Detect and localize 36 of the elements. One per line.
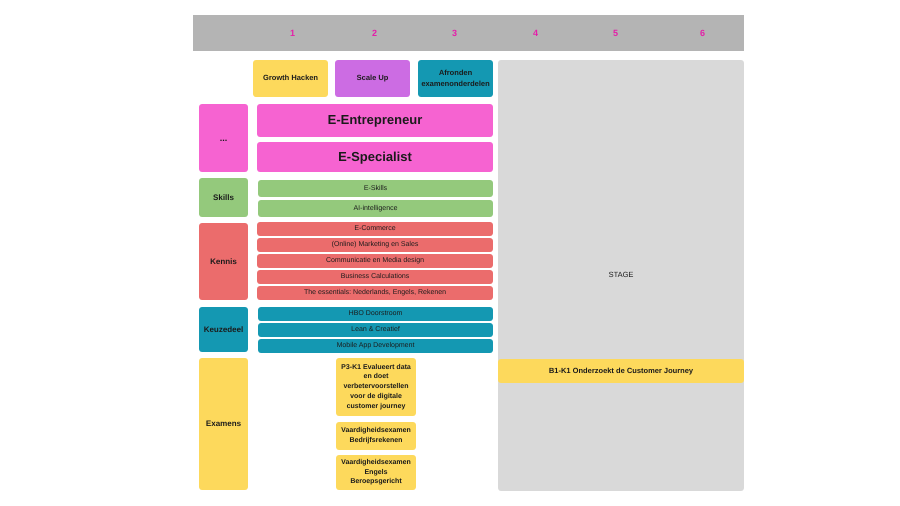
row-header-box	[199, 307, 248, 352]
row-header-label: Examens	[206, 418, 242, 430]
profile-bar	[257, 104, 493, 137]
exam-box	[498, 359, 744, 383]
module-bar	[257, 286, 493, 300]
module-bar	[257, 238, 493, 252]
profile-label: E-Specialist	[338, 148, 412, 166]
profile-bar	[257, 142, 493, 172]
module-bar	[258, 180, 493, 197]
column-number: 4	[533, 29, 538, 38]
column-number: 6	[700, 29, 706, 38]
theme-box	[253, 60, 328, 97]
row-header-label: Kennis	[210, 256, 237, 268]
module-bar	[258, 339, 493, 353]
row-header-box	[199, 223, 248, 300]
column-number: 3	[452, 29, 458, 38]
row-header-box	[199, 104, 248, 172]
theme-box	[418, 60, 493, 97]
exam-box	[336, 422, 416, 450]
row-header-box	[199, 358, 248, 490]
module-bar	[257, 222, 493, 236]
row-header-box	[199, 178, 248, 217]
stage-block	[498, 60, 744, 491]
module-bar	[258, 307, 493, 321]
module-bar	[258, 200, 493, 217]
column-number: 1	[290, 29, 296, 38]
row-header-label: Keuzedeel	[204, 324, 244, 336]
column-number: 5	[613, 29, 618, 38]
column-number: 2	[372, 29, 378, 38]
module-bar	[257, 270, 493, 284]
row-header-label: ...	[220, 132, 228, 144]
module-bar	[258, 323, 493, 337]
row-header-label: Skills	[213, 192, 234, 204]
profile-label: E-Entrepreneur	[328, 111, 422, 130]
module-bar	[257, 254, 493, 268]
theme-box	[335, 60, 410, 97]
